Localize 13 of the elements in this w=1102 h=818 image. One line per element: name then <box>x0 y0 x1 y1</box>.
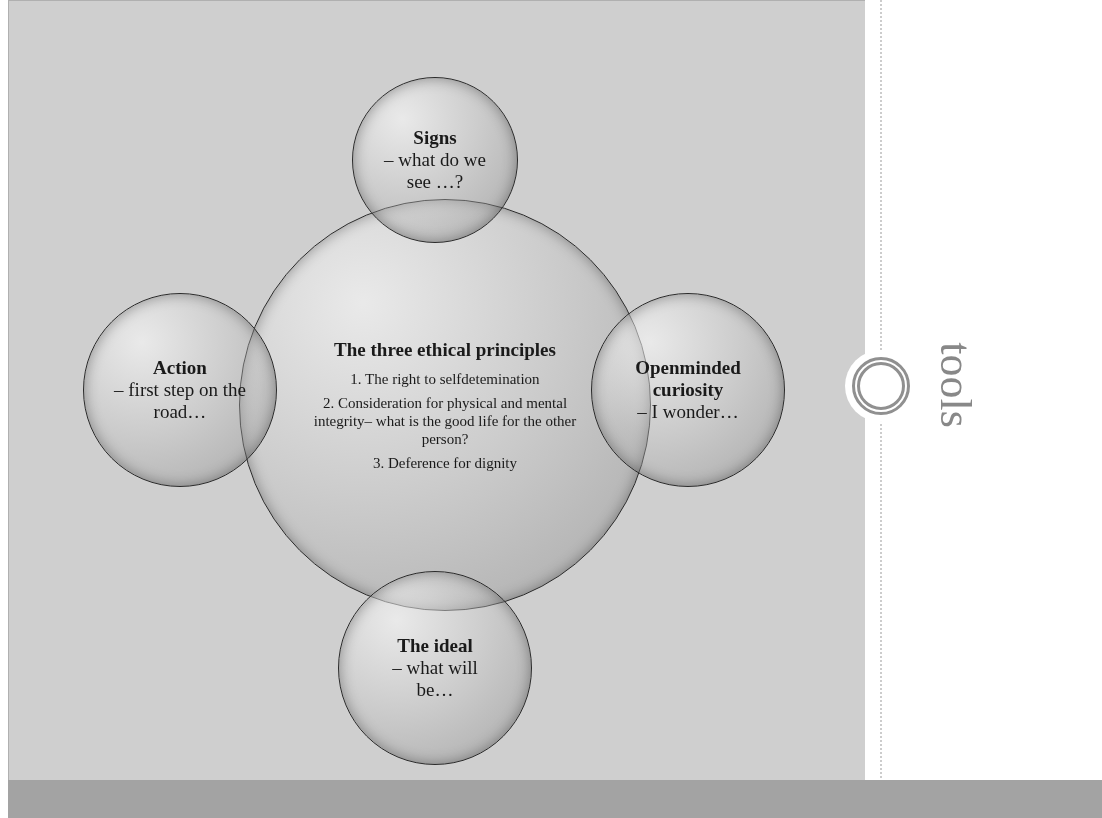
circle-text: – first step on the road… <box>113 379 247 423</box>
principle-text: 3. Deference for dignity <box>372 453 518 472</box>
circle-text: – what will be… <box>391 657 479 701</box>
circle-heading: The three ethical principles <box>334 338 556 362</box>
principle-text: 1. The right to selfdetemination <box>350 369 540 388</box>
principle-text: 2. Consideration for physical and mental integrity– what is the good life for the other person? <box>312 393 578 448</box>
circle-heading: Action <box>153 357 207 379</box>
circle-text: – I wonder… <box>637 401 739 423</box>
circle-heading: Signs <box>413 127 457 149</box>
section-title: tools <box>932 342 977 428</box>
circle-heading: The ideal <box>397 635 473 657</box>
circle-text: – what do we see …? <box>383 149 487 193</box>
circle-heading: Openminded curiosity <box>634 357 742 401</box>
